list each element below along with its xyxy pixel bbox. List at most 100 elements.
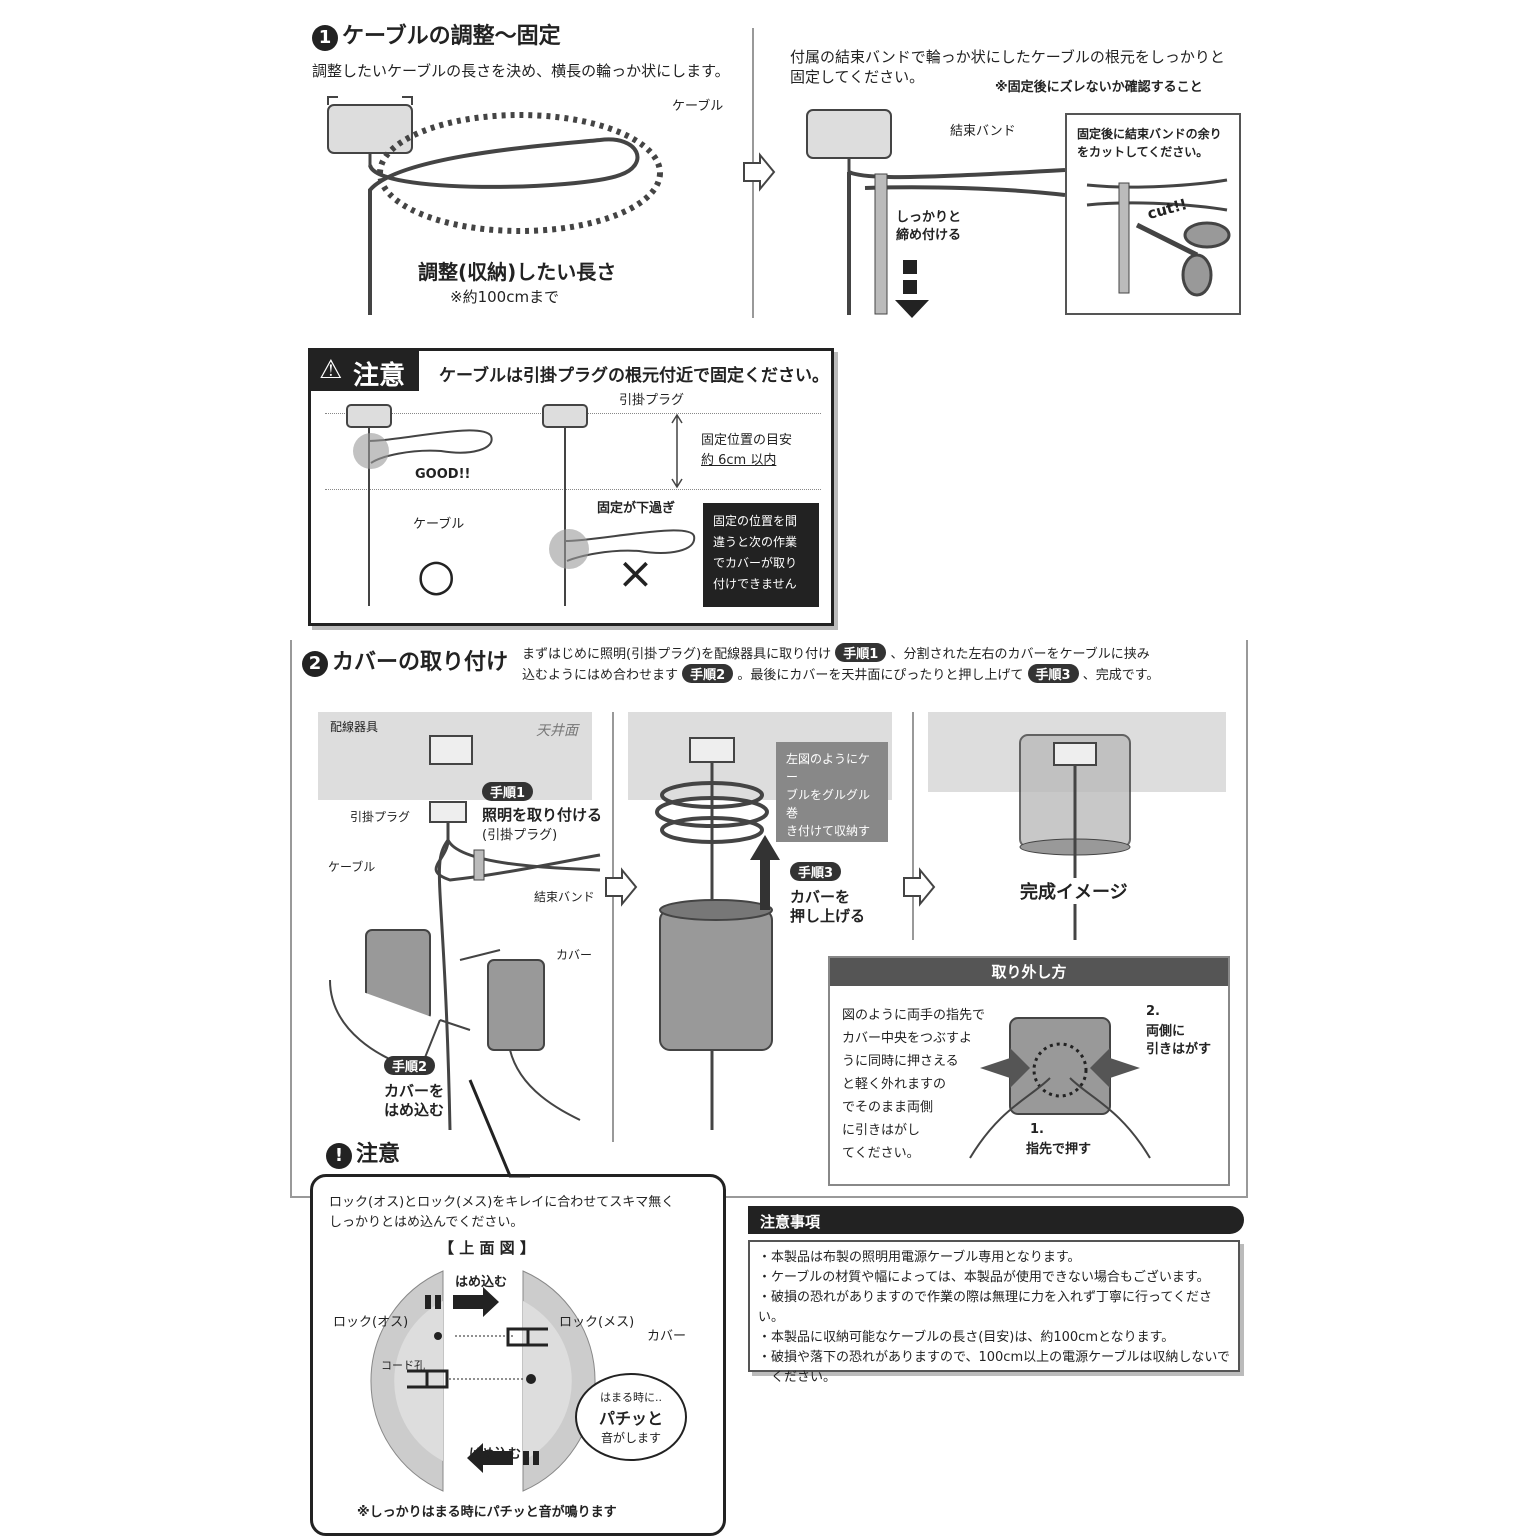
plug-label-caution: 引掛プラグ — [619, 393, 685, 408]
arrow-right-icon — [605, 867, 638, 907]
dotted-line-bottom — [325, 489, 821, 490]
caution2-title: !注意 — [326, 1136, 400, 1169]
caution1-message: ケーブルは引掛プラグの根元付近で固定ください。 — [439, 366, 829, 386]
removal-heading: 取り外し方 — [991, 963, 1067, 981]
caution1-box: ⚠ 注意 ケーブルは引掛プラグの根元付近で固定ください。 GOOD!! ケーブル… — [308, 348, 834, 626]
top-view-label: 【 上 面 図 】 — [439, 1239, 535, 1257]
section1-number: 1 — [312, 25, 338, 51]
step3-badge: 手順3 — [1027, 664, 1079, 683]
list-item: ・ケーブルの材質や幅によっては、本製品が使用できない場合もございます。 — [758, 1270, 1210, 1285]
tighten-1: しっかりと — [896, 210, 962, 225]
removal-text: 図のように両手の指先で カバー中央をつぶすよ うに同時に押さえる と軽く外れます… — [842, 1008, 986, 1161]
band-label-s2: 結束バンド — [534, 890, 595, 904]
step3-title-2: 押し上げる — [790, 907, 866, 925]
removal-step2-num: 2. — [1146, 1004, 1160, 1019]
click-bubble: はまる時に.. パチッと 音がします — [575, 1373, 687, 1461]
cable-label: ケーブル — [672, 99, 724, 114]
notes-heading: 注意事項 — [760, 1213, 821, 1231]
section2-number: 2 — [302, 651, 328, 677]
coil-cover-illustration — [655, 737, 780, 1130]
caution1-heading: 注意 — [353, 361, 406, 391]
section2-frame — [290, 640, 1248, 1198]
cable-loop-illustration — [327, 96, 663, 315]
range-arrow — [671, 413, 683, 489]
tighten-2: 締め付ける — [896, 228, 962, 243]
step2-text-1: 付属の結束バンドで輪っか状にしたケーブルの根元をしっかりと — [790, 48, 1225, 66]
ceiling-label: 天井面 — [536, 723, 578, 739]
removal-header: 取り外し方 — [830, 958, 1228, 986]
scissors-icon — [1086, 178, 1231, 297]
ng-mark: × — [617, 548, 654, 599]
arrow-right-icon — [743, 152, 776, 192]
arrow-right-icon — [903, 867, 936, 907]
hands-cover-illustration — [329, 929, 581, 1121]
good-example-illustration — [346, 404, 493, 606]
callout-pointer — [468, 1079, 530, 1178]
caution2-box: ロック(オス)とロック(メス)をキレイに合わせてスキマ無く しっかりとはめ込んで… — [310, 1174, 726, 1536]
section2-intro-2: 込むようにはめ合わせます 手順2 。最後にカバーを天井面にぴったりと押し上げて … — [522, 664, 1159, 683]
caution2-text-1: ロック(オス)とロック(メス)をキレイに合わせてスキマ無く — [329, 1195, 675, 1210]
removal-step2-text-2: 引きはがす — [1146, 1042, 1212, 1057]
cut-note-1: 固定後に結束バンドの余り — [1077, 127, 1222, 141]
step2-title-2: はめ込む — [384, 1101, 445, 1119]
exclamation-icon: ! — [326, 1143, 352, 1169]
cable-label-caution: ケーブル — [413, 517, 465, 532]
divider-s2-1 — [612, 712, 614, 1142]
lock-male-label: ロック(オス) — [333, 1315, 409, 1330]
coil-tip: 左図のようにケー ブルをグルグル巻 き付けて収納する と大変収まりが良 いです。 — [776, 742, 888, 910]
warning-note: 固定の位置を間 違うと次の作業 でカバーが取り 付けできません — [703, 503, 819, 607]
list-item: ・破損や落下の恐れがありますので、100cm以上の電源ケーブルは収納しないで — [758, 1350, 1230, 1365]
length-sub: ※約100cmまで — [450, 288, 560, 306]
fixture-plug-illustration — [429, 735, 601, 1131]
list-item: ・破損の恐れがありますので作業の際は無理に力を入れず丁寧に行ってください。 — [758, 1290, 1212, 1325]
cord-hole-label: コード孔 — [381, 1359, 425, 1372]
insert-top-label: はめ込む — [455, 1275, 508, 1290]
step3-title-1: カバーを — [790, 888, 851, 906]
lock-female-label: ロック(メス) — [559, 1315, 635, 1330]
step1-text: 調整したいケーブルの長さを決め、横長の輪っか状にします。 — [312, 62, 730, 80]
band-label: 結束バンド — [950, 124, 1016, 139]
cut-inset: 固定後に結束バンドの余り をカットしてください。 cut!! — [1065, 113, 1241, 315]
removal-illustration — [969, 1017, 1151, 1159]
band-illustration — [806, 109, 1066, 318]
step2-badge-panel: 手順2 — [384, 1056, 436, 1075]
step2-text-2: 固定してください。 — [790, 68, 925, 86]
good-label: GOOD!! — [415, 467, 471, 482]
ok-mark: ○ — [417, 550, 456, 601]
removal-box: 取り外し方 図のように両手の指先で カバー中央をつぶすよ うに同時に押さえる と… — [828, 956, 1230, 1186]
step2-title-1: カバーを — [384, 1082, 445, 1100]
step1-sub: (引掛プラグ) — [482, 828, 558, 843]
notes-header: 注意事項 — [748, 1206, 1244, 1234]
too-low-label: 固定が下過ぎ — [597, 501, 676, 516]
complete-image-illustration — [1019, 734, 1131, 940]
notes-list: ・本製品は布製の照明用電源ケーブル専用となります。 ・ケーブルの材質や幅によって… — [758, 1248, 1230, 1388]
list-item: ・本製品は布製の照明用電源ケーブル専用となります。 — [758, 1250, 1081, 1265]
length-label: 調整(収納)したい長さ — [418, 260, 617, 284]
plug-label: 引掛プラグ — [350, 810, 411, 824]
cut-note-2: をカットしてください。 — [1077, 145, 1209, 159]
step1-badge: 手順1 — [835, 643, 887, 662]
list-item: ・本製品に収納可能なケーブルの長さ(目安)は、約100cmとなります。 — [758, 1330, 1175, 1345]
caution1-header: ⚠ 注意 — [311, 351, 419, 391]
range-text-1: 固定位置の目安 — [701, 433, 793, 448]
fixture-label: 配線器具 — [330, 720, 379, 734]
caution2-text-2: しっかりとはめ込んでください。 — [329, 1215, 524, 1230]
step1-title: 照明を取り付ける — [482, 806, 603, 824]
removal-step2-text-1: 両側に — [1146, 1024, 1186, 1039]
step1-badge-panel: 手順1 — [482, 782, 534, 801]
removal-step1-num: 1. — [1030, 1122, 1044, 1137]
divider-s2-2 — [912, 712, 914, 940]
warning-icon: ⚠ — [319, 355, 343, 385]
list-item: ください。 — [758, 1370, 837, 1385]
top-view-diagram — [370, 1270, 596, 1492]
cover-label: カバー — [556, 948, 593, 962]
section2-intro-1: まずはじめに照明(引掛プラグ)を配線器具に取り付け 手順1 、分割された左右のカ… — [522, 643, 1150, 662]
cover-label-top: カバー — [647, 1329, 687, 1344]
step2-note: ※固定後にズレないか確認すること — [995, 80, 1203, 95]
range-text-2: 約 6cm 以内 — [701, 453, 777, 468]
caution2-footer: ※しっかりはまる時にパチッと音が鳴ります — [357, 1505, 617, 1520]
complete-label: 完成イメージ — [1020, 878, 1128, 904]
bad-example-illustration — [542, 404, 696, 606]
